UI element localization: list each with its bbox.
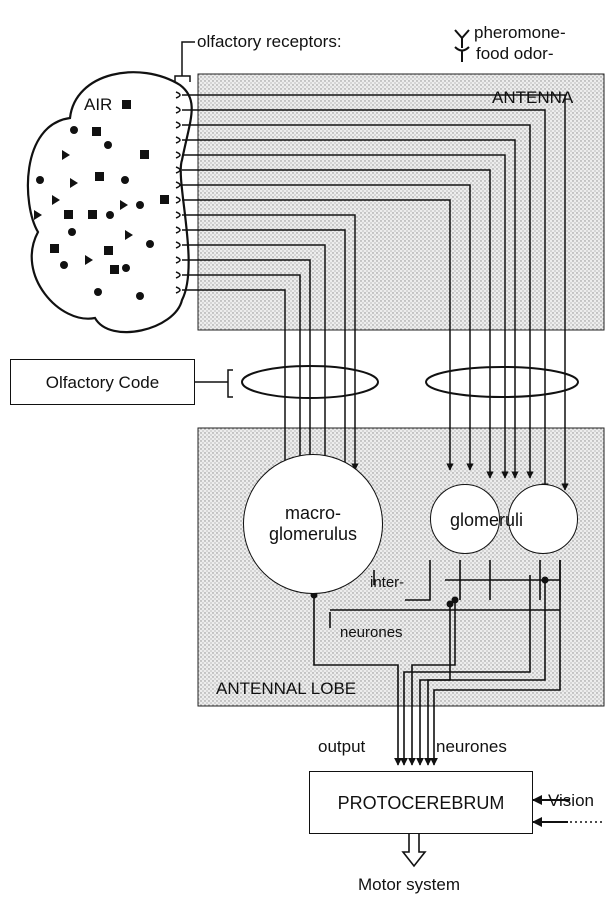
olfactory-receptors-label: olfactory receptors: [197, 33, 342, 50]
protocerebrum-label: PROTOCEREBRUM [338, 794, 505, 812]
antenna-label: ANTENNA [492, 89, 573, 106]
macroglomerulus-label-line1: macro- [285, 503, 341, 524]
motor-system-label: Motor system [358, 876, 460, 893]
pheromone-receptor-symbol [455, 30, 469, 48]
olfactory-code-box: Olfactory Code [10, 359, 195, 405]
glomeruli-label: glomeruli [450, 511, 523, 529]
antennal-lobe-label: ANTENNAL LOBE [216, 680, 356, 697]
interneurones-label: neurones [340, 625, 403, 640]
axon-bundle-ellipse-right [426, 367, 578, 397]
olfactory-code-label: Olfactory Code [46, 374, 159, 391]
vision-label: Vision [548, 792, 594, 809]
food-odor-receptor-label: food odor- [476, 45, 554, 62]
air-label: AIR [84, 96, 112, 113]
macroglomerulus-label-line2: glomerulus [269, 524, 357, 545]
antenna-region [198, 74, 604, 330]
food-receptor-symbol [455, 47, 469, 62]
motor-output-arrow [403, 834, 425, 866]
receptor-bracket [175, 42, 195, 82]
macroglomerulus-node: macro- glomerulus [243, 454, 383, 594]
protocerebrum-box: PROTOCEREBRUM [309, 771, 533, 834]
inter-label: inter- [370, 575, 404, 590]
output-neurones-label: neurones [436, 738, 507, 755]
output-label: output [318, 738, 365, 755]
pheromone-receptor-label: pheromone- [474, 24, 566, 41]
olfactory-code-bracket [195, 370, 233, 397]
